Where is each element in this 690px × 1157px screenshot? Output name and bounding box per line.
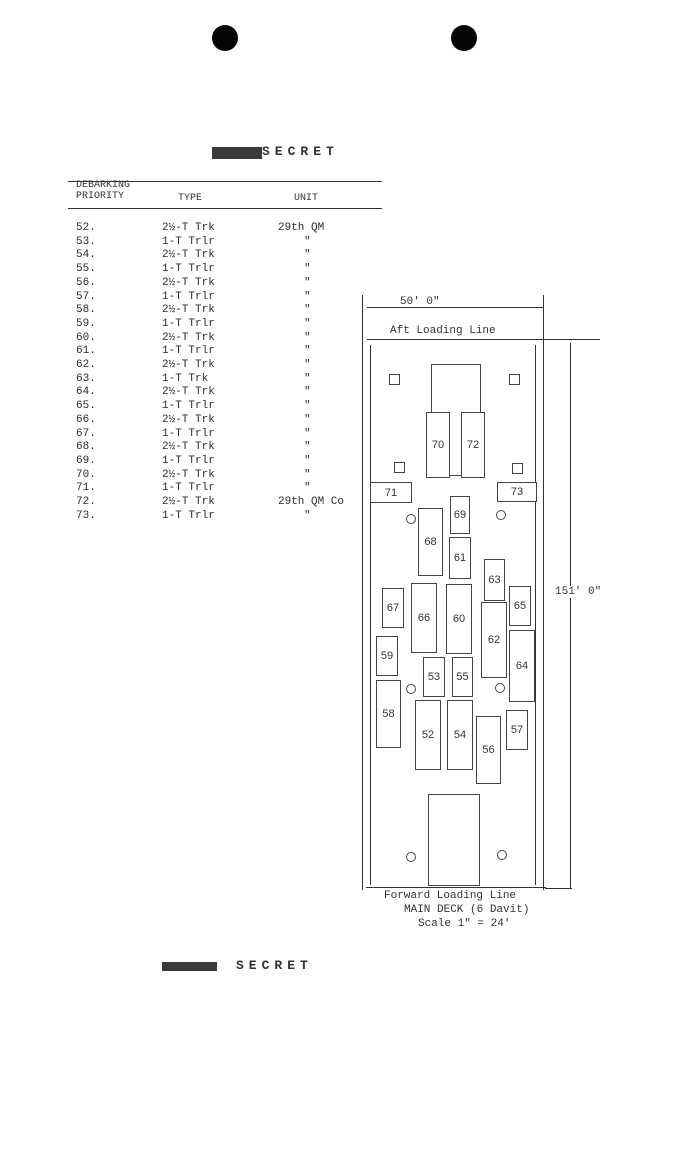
vehicle-53: 53 — [423, 657, 445, 697]
vehicle-63: 63 — [484, 559, 505, 601]
davit-fitting-square — [389, 374, 400, 385]
col-header-priority-line2: PRIORITY — [76, 191, 125, 202]
vehicle-52: 52 — [415, 700, 441, 770]
davit-fitting-square — [509, 374, 520, 385]
davit-fitting-ring — [495, 683, 505, 693]
davit-fitting-ring — [496, 510, 506, 520]
davit-fitting-ring — [406, 852, 416, 862]
redaction-mark-top — [212, 147, 262, 159]
vehicle-65: 65 — [509, 586, 531, 626]
vehicle-70: 70 — [426, 412, 450, 478]
vehicle-56: 56 — [476, 716, 501, 784]
vehicle-73: 73 — [497, 482, 537, 502]
vehicle-66: 66 — [411, 583, 437, 653]
length-dimension-tick-bottom — [545, 888, 572, 889]
aft-loading-line — [367, 339, 600, 340]
vehicle-67: 67 — [382, 588, 404, 628]
vehicle-69: 69 — [450, 496, 470, 534]
vehicle-62: 62 — [481, 602, 507, 678]
col-header-priority: DEBARKING PRIORITY — [76, 180, 130, 202]
header-rule-bottom — [68, 208, 382, 209]
deck-caption: MAIN DECK (6 Davit) — [404, 904, 530, 916]
col-header-priority-line1: DEBARKING — [76, 180, 131, 191]
punch-hole-left — [212, 25, 238, 51]
deck-inner-left — [370, 345, 371, 885]
vehicle-68: 68 — [418, 508, 443, 576]
width-dimension-label: 50' 0" — [400, 296, 440, 308]
width-dimension-line — [367, 307, 543, 308]
davit-fitting-square — [394, 462, 405, 473]
davit-fitting-ring — [406, 684, 416, 694]
scale-caption: Scale 1" = 24' — [418, 918, 511, 930]
vehicle-57: 57 — [506, 710, 528, 750]
vehicle-64: 64 — [509, 630, 535, 702]
deck-outline-left — [362, 295, 363, 890]
col-header-type: TYPE — [178, 193, 203, 204]
classification-top: SECRET — [262, 144, 339, 159]
deck-outline-right — [543, 295, 544, 890]
vehicle-59: 59 — [376, 636, 398, 676]
redaction-mark-bottom — [162, 962, 217, 971]
forward-hatch — [428, 794, 480, 886]
classification-bottom: SECRET — [236, 958, 313, 973]
vehicle-54: 54 — [447, 700, 473, 770]
vehicle-71: 71 — [370, 482, 412, 503]
davit-fitting-square — [512, 463, 523, 474]
vehicle-55: 55 — [452, 657, 473, 697]
vehicle-61: 61 — [449, 537, 471, 579]
vehicle-72: 72 — [461, 412, 485, 478]
vehicle-60: 60 — [446, 584, 472, 654]
vehicle-58: 58 — [376, 680, 401, 748]
deck-inner-right — [535, 345, 536, 885]
col-header-unit: UNIT — [294, 193, 319, 204]
davit-fitting-ring — [497, 850, 507, 860]
header-rule-top — [68, 181, 382, 182]
davit-fitting-ring — [406, 514, 416, 524]
length-dimension-label: 151' 0" — [555, 586, 602, 598]
punch-hole-right — [451, 25, 477, 51]
aft-loading-line-label: Aft Loading Line — [390, 325, 496, 337]
forward-loading-line — [366, 887, 546, 888]
length-dimension-line — [570, 343, 571, 888]
forward-loading-line-label: Forward Loading Line — [384, 890, 517, 902]
